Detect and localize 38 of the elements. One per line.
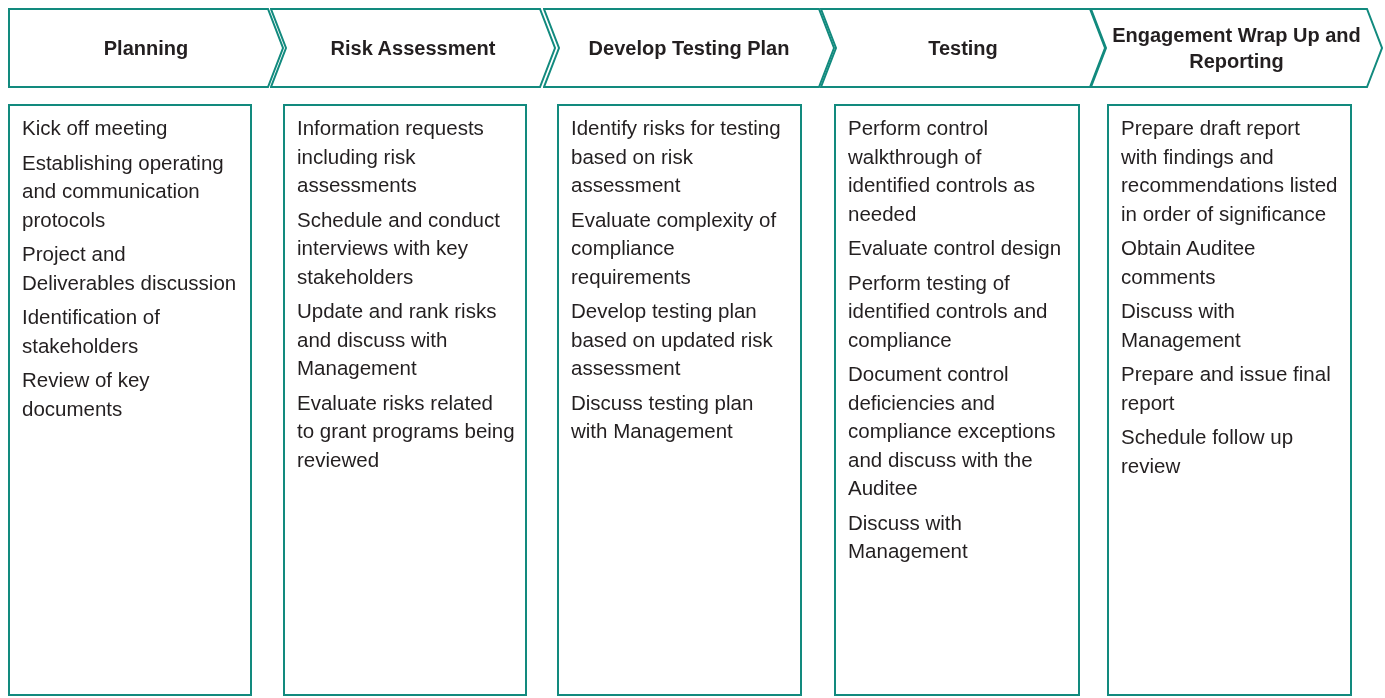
- task-text: Information requests including risk assessments: [297, 115, 485, 198]
- task-text: Obtain Auditee comments: [1121, 235, 1257, 290]
- task-text: Prepare and issue final report: [1121, 361, 1332, 416]
- task-text: Review of key documents: [22, 367, 151, 422]
- task-text: Develop testing plan based on updated risk assessment: [571, 298, 774, 381]
- task-panel: [1107, 104, 1352, 696]
- step-title: Risk Assessment: [329, 36, 497, 61]
- task-panel: [8, 104, 252, 696]
- task-text: Discuss with Management: [848, 509, 969, 564]
- task-text: Evaluate risks related to grant programs being reviewed: [297, 389, 515, 473]
- task-text: Schedule follow up review: [1121, 424, 1295, 479]
- step-title: Engagement Wrap Up and Reporting: [1111, 23, 1362, 74]
- task-panel: [557, 104, 802, 696]
- chevron-step: [543, 8, 835, 88]
- step-title: Develop Testing Plan: [587, 36, 791, 61]
- task-text: Discuss testing plan with Management: [571, 389, 755, 444]
- task-text: Identify risks for testing based on risk assessment: [571, 115, 782, 198]
- task-text: Prepare draft report with findings and recommendations listed in order of significance: [1121, 115, 1339, 227]
- task-text: Perform control walkthrough of identified controls as needed: [848, 115, 1036, 227]
- task-text: Perform testing of identified controls and compliance: [848, 269, 1049, 353]
- task-panel: [283, 104, 527, 696]
- task-text: Project and Deliverables discussion: [22, 241, 238, 296]
- task-text: Update and rank risks and discuss with Management: [297, 298, 498, 381]
- chevron-step: [1090, 8, 1383, 88]
- task-panel: [834, 104, 1080, 696]
- step-title: Planning: [102, 36, 190, 61]
- task-text: Schedule and conduct interviews with key stakeholders: [297, 206, 501, 290]
- step-title: Testing: [927, 36, 999, 61]
- chevron-step: [8, 8, 284, 88]
- task-text: Establishing operating and communication protocols: [22, 149, 225, 233]
- task-text: Discuss with Management: [1121, 298, 1242, 353]
- task-text: Evaluate control design: [848, 235, 1063, 261]
- chevron-step: [270, 8, 556, 88]
- task-text: Evaluate complexity of compliance requirements: [571, 206, 778, 290]
- task-text: Kick off meeting: [22, 115, 169, 141]
- chevron-step: [820, 8, 1106, 88]
- task-text: Document control deficiencies and compliance exceptions and discuss with the Auditee: [848, 361, 1057, 501]
- task-text: Identification of stakeholders: [22, 304, 161, 359]
